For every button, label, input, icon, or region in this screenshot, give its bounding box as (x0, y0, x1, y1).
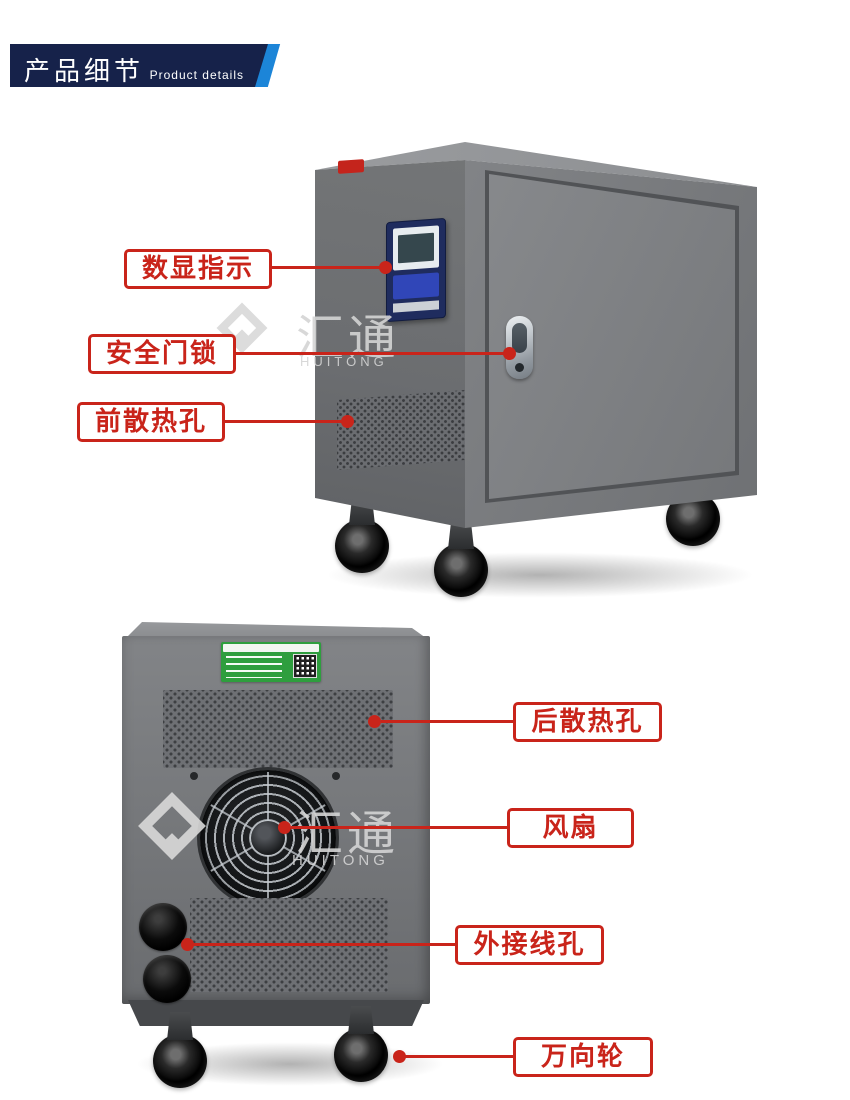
fan-screw (190, 772, 198, 780)
callout-line (291, 826, 508, 829)
door-lock-handle (506, 316, 533, 379)
callout-dot (368, 715, 381, 728)
caster-wheel (434, 543, 488, 597)
front-vent-grid (337, 390, 465, 470)
display-screen (393, 225, 439, 271)
page-title: 产品细节 (24, 56, 145, 86)
fan-screw (332, 772, 340, 780)
caster-fork (167, 1012, 193, 1040)
rear-vent-grid-top (163, 690, 393, 768)
brand-watermark-back: 汇通 HUITONG (138, 792, 430, 884)
callout-digital-display: 数显指示 (124, 249, 272, 289)
product-info-label (221, 642, 321, 682)
handle-slot (512, 323, 527, 353)
brand-watermark-front: 汇通 HUITONG (216, 296, 478, 380)
callout-dot (393, 1050, 406, 1063)
header-banner: 产品细节 Product details (10, 44, 268, 87)
front-cabinet-shadow (325, 552, 755, 598)
callout-line (188, 943, 455, 946)
caster-back-right (334, 1006, 388, 1082)
callout-line (234, 352, 506, 355)
callout-line (224, 420, 344, 423)
caster-fork (348, 1006, 374, 1034)
cable-entry-hole-top (139, 903, 187, 951)
watermark-text: 汇通 (295, 808, 400, 861)
callout-dot (379, 261, 392, 274)
label-header-strip (223, 644, 319, 652)
qr-code (293, 654, 317, 678)
callout-line (381, 720, 513, 723)
page-subtitle: Product details (149, 68, 244, 82)
callout-front-vents: 前散热孔 (77, 402, 225, 442)
watermark-text: 汇通 (296, 312, 401, 365)
cabinet-front-view (280, 130, 780, 620)
callout-fan: 风扇 (507, 808, 634, 848)
caster-wheel (153, 1034, 207, 1088)
callout-line (400, 1055, 513, 1058)
label-text-lines (226, 656, 282, 678)
callout-dot (181, 938, 194, 951)
caster-wheel (335, 519, 389, 573)
callout-dot (278, 821, 291, 834)
caster-back-left (153, 1012, 207, 1088)
cooling-fan (200, 770, 336, 906)
callout-cable-holes: 外接线孔 (455, 925, 604, 965)
watermark-subtext: HUITONG (300, 354, 388, 369)
callout-safety-door-lock: 安全门锁 (88, 334, 236, 374)
watermark-subtext: HUITONG (292, 852, 389, 869)
callout-line (270, 266, 382, 269)
brand-logo-watermark (138, 792, 206, 860)
cable-entry-hole-bottom (143, 955, 191, 1003)
caster-wheel (334, 1028, 388, 1082)
callout-dot (503, 347, 516, 360)
callout-swivel-casters: 万向轮 (513, 1037, 653, 1077)
handle-button (515, 363, 524, 372)
callout-rear-vents: 后散热孔 (513, 702, 662, 742)
brand-tag (338, 159, 364, 174)
callout-dot (341, 415, 354, 428)
